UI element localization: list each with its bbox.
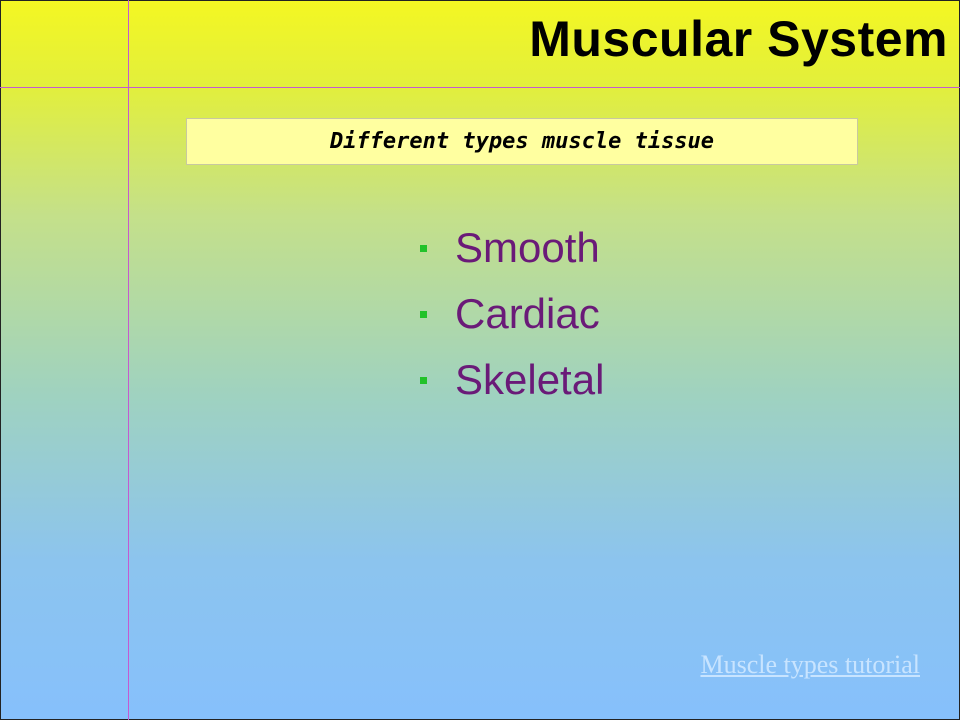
vertical-divider xyxy=(128,0,129,720)
bullet-text: Smooth xyxy=(455,224,600,271)
list-item: Cardiac xyxy=(420,281,604,347)
square-bullet-icon xyxy=(420,244,427,252)
tutorial-link[interactable]: Muscle types tutorial xyxy=(700,650,920,679)
list-item: Skeletal xyxy=(420,347,604,413)
slide-title: Muscular System xyxy=(529,11,948,67)
bullet-text: Skeletal xyxy=(455,356,605,403)
bullet-list: Smooth Cardiac Skeletal xyxy=(420,215,604,413)
horizontal-divider xyxy=(0,87,960,88)
square-bullet-icon xyxy=(420,376,427,384)
slide-subtitle: Different types muscle tissue xyxy=(329,129,715,154)
list-item: Smooth xyxy=(420,215,604,281)
subtitle-box: Different types muscle tissue xyxy=(186,118,858,165)
square-bullet-icon xyxy=(420,310,427,318)
bullet-text: Cardiac xyxy=(455,290,600,337)
